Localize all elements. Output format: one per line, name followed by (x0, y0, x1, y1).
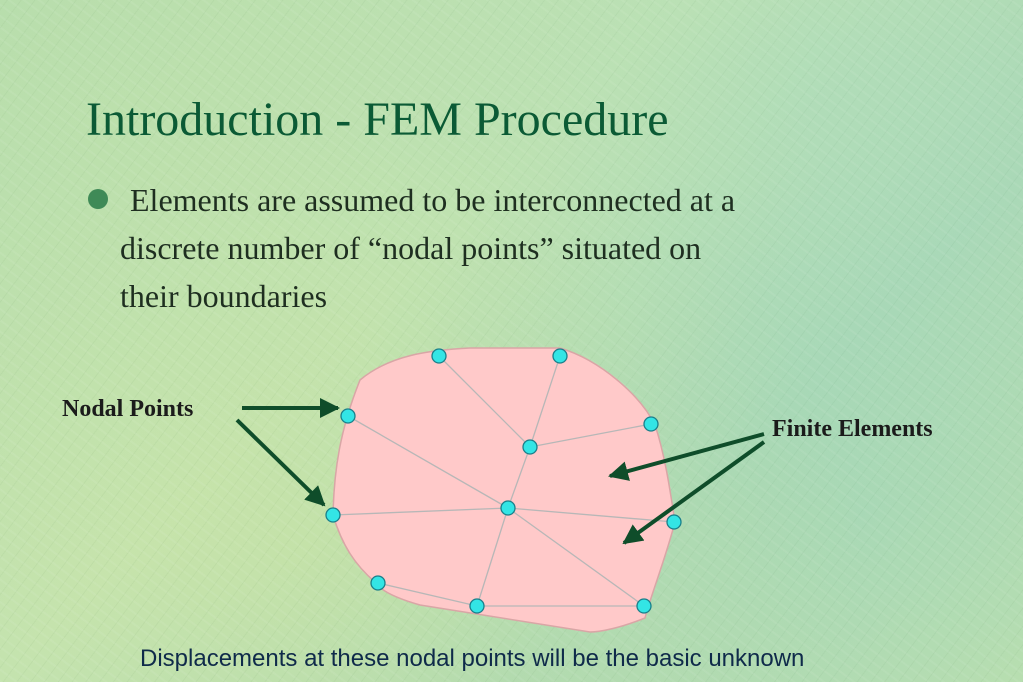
nodal-points (325, 348, 682, 614)
node (666, 514, 682, 530)
mesh-edge (332, 507, 509, 516)
mesh-edge (529, 355, 561, 448)
arrow-to-node-left (235, 418, 326, 507)
mesh-edge (507, 507, 645, 607)
mesh-edge (347, 415, 509, 509)
node (636, 598, 652, 614)
node (370, 575, 386, 591)
bullet-point: Elements are assumed to be interconnecte… (88, 176, 918, 320)
node (552, 348, 568, 364)
node (325, 507, 341, 523)
pointer-arrows (235, 398, 766, 545)
slide-title: Introduction - FEM Procedure (86, 93, 669, 146)
node (522, 439, 538, 455)
mesh-edge (507, 446, 531, 509)
mesh-edge (377, 582, 478, 607)
domain-region (332, 347, 676, 633)
bullet-dot-icon (88, 189, 108, 209)
mesh-edge (438, 355, 531, 448)
node (469, 598, 485, 614)
bullet-line-2: discrete number of “nodal points” situat… (120, 230, 702, 266)
node (500, 500, 516, 516)
nodal-points-label: Nodal Points (62, 396, 194, 422)
mesh-lines (332, 355, 675, 607)
node (431, 348, 447, 364)
mesh-edge (507, 507, 675, 523)
node (643, 416, 659, 432)
mesh-edge (529, 423, 652, 448)
arrow-to-element-lower (622, 440, 766, 545)
finite-elements-label: Finite Elements (772, 416, 933, 442)
arrow-to-element-upper (608, 432, 765, 481)
slide-caption: Displacements at these nodal points will… (140, 645, 805, 672)
mesh-edge (476, 507, 509, 607)
bullet-line-3: their boundaries (120, 278, 328, 314)
bullet-line-1: Elements are assumed to be interconnecte… (130, 182, 736, 218)
bullet-text: Elements are assumed to be interconnecte… (88, 176, 918, 320)
node (340, 408, 356, 424)
